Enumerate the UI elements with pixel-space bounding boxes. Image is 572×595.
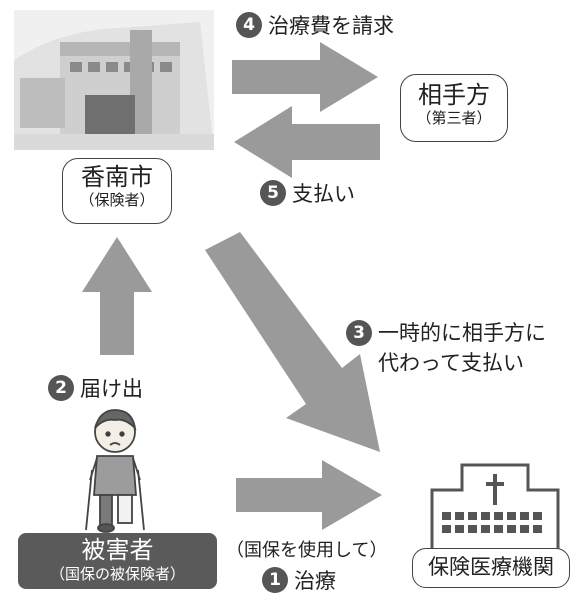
arrow-report: [82, 237, 152, 355]
step-3-label: 3 一時的に相手方に 代わって支払い: [346, 318, 546, 378]
step-2-label: 2 届け出: [48, 373, 143, 403]
step-2-text: 届け出: [80, 377, 143, 401]
victim-node: 被害者 （国保の被保険者）: [18, 533, 217, 589]
step-1-badge: 1: [262, 567, 288, 593]
step-3-text-line1: 一時的に相手方に: [378, 321, 546, 345]
step-4-text: 治療費を請求: [268, 14, 394, 38]
victim-name: 被害者: [81, 536, 154, 564]
city-hall-photo: [14, 10, 214, 150]
step-4-badge: 4: [236, 12, 262, 38]
third-party-role: （第三者）: [416, 109, 492, 127]
step-5-label: 5 支払い: [260, 178, 355, 208]
city-node: 香南市 （保険者）: [62, 158, 172, 224]
step-1-label: 1 治療: [262, 565, 336, 595]
injured-person-illustration: [85, 409, 145, 533]
step-5-text: 支払い: [292, 182, 355, 206]
hospital-name: 保険医療機関: [428, 555, 554, 579]
step-3-text-line2: 代わって支払い: [378, 351, 524, 375]
arrow-temporary-payment: [205, 232, 380, 452]
victim-role: （国保の被保険者）: [49, 565, 185, 583]
hospital-windows: [442, 512, 542, 533]
arrow-payment: [234, 106, 380, 178]
step-2-badge: 2: [48, 375, 74, 401]
step-3-badge: 3: [346, 320, 372, 346]
step-1-note: （国保を使用して）: [226, 540, 388, 561]
hospital-icon: [430, 463, 560, 555]
arrow-treatment: [236, 460, 382, 530]
hospital-node: 保険医療機関: [412, 548, 570, 588]
step-1-text: 治療: [294, 569, 336, 593]
step-4-label: 4 治療費を請求: [236, 10, 394, 40]
city-role: （保険者）: [79, 191, 155, 209]
city-name: 香南市: [81, 163, 153, 191]
step-5-badge: 5: [260, 180, 286, 206]
arrow-claim: [232, 42, 378, 112]
third-party-name: 相手方: [418, 81, 490, 109]
third-party-node: 相手方 （第三者）: [400, 74, 508, 142]
